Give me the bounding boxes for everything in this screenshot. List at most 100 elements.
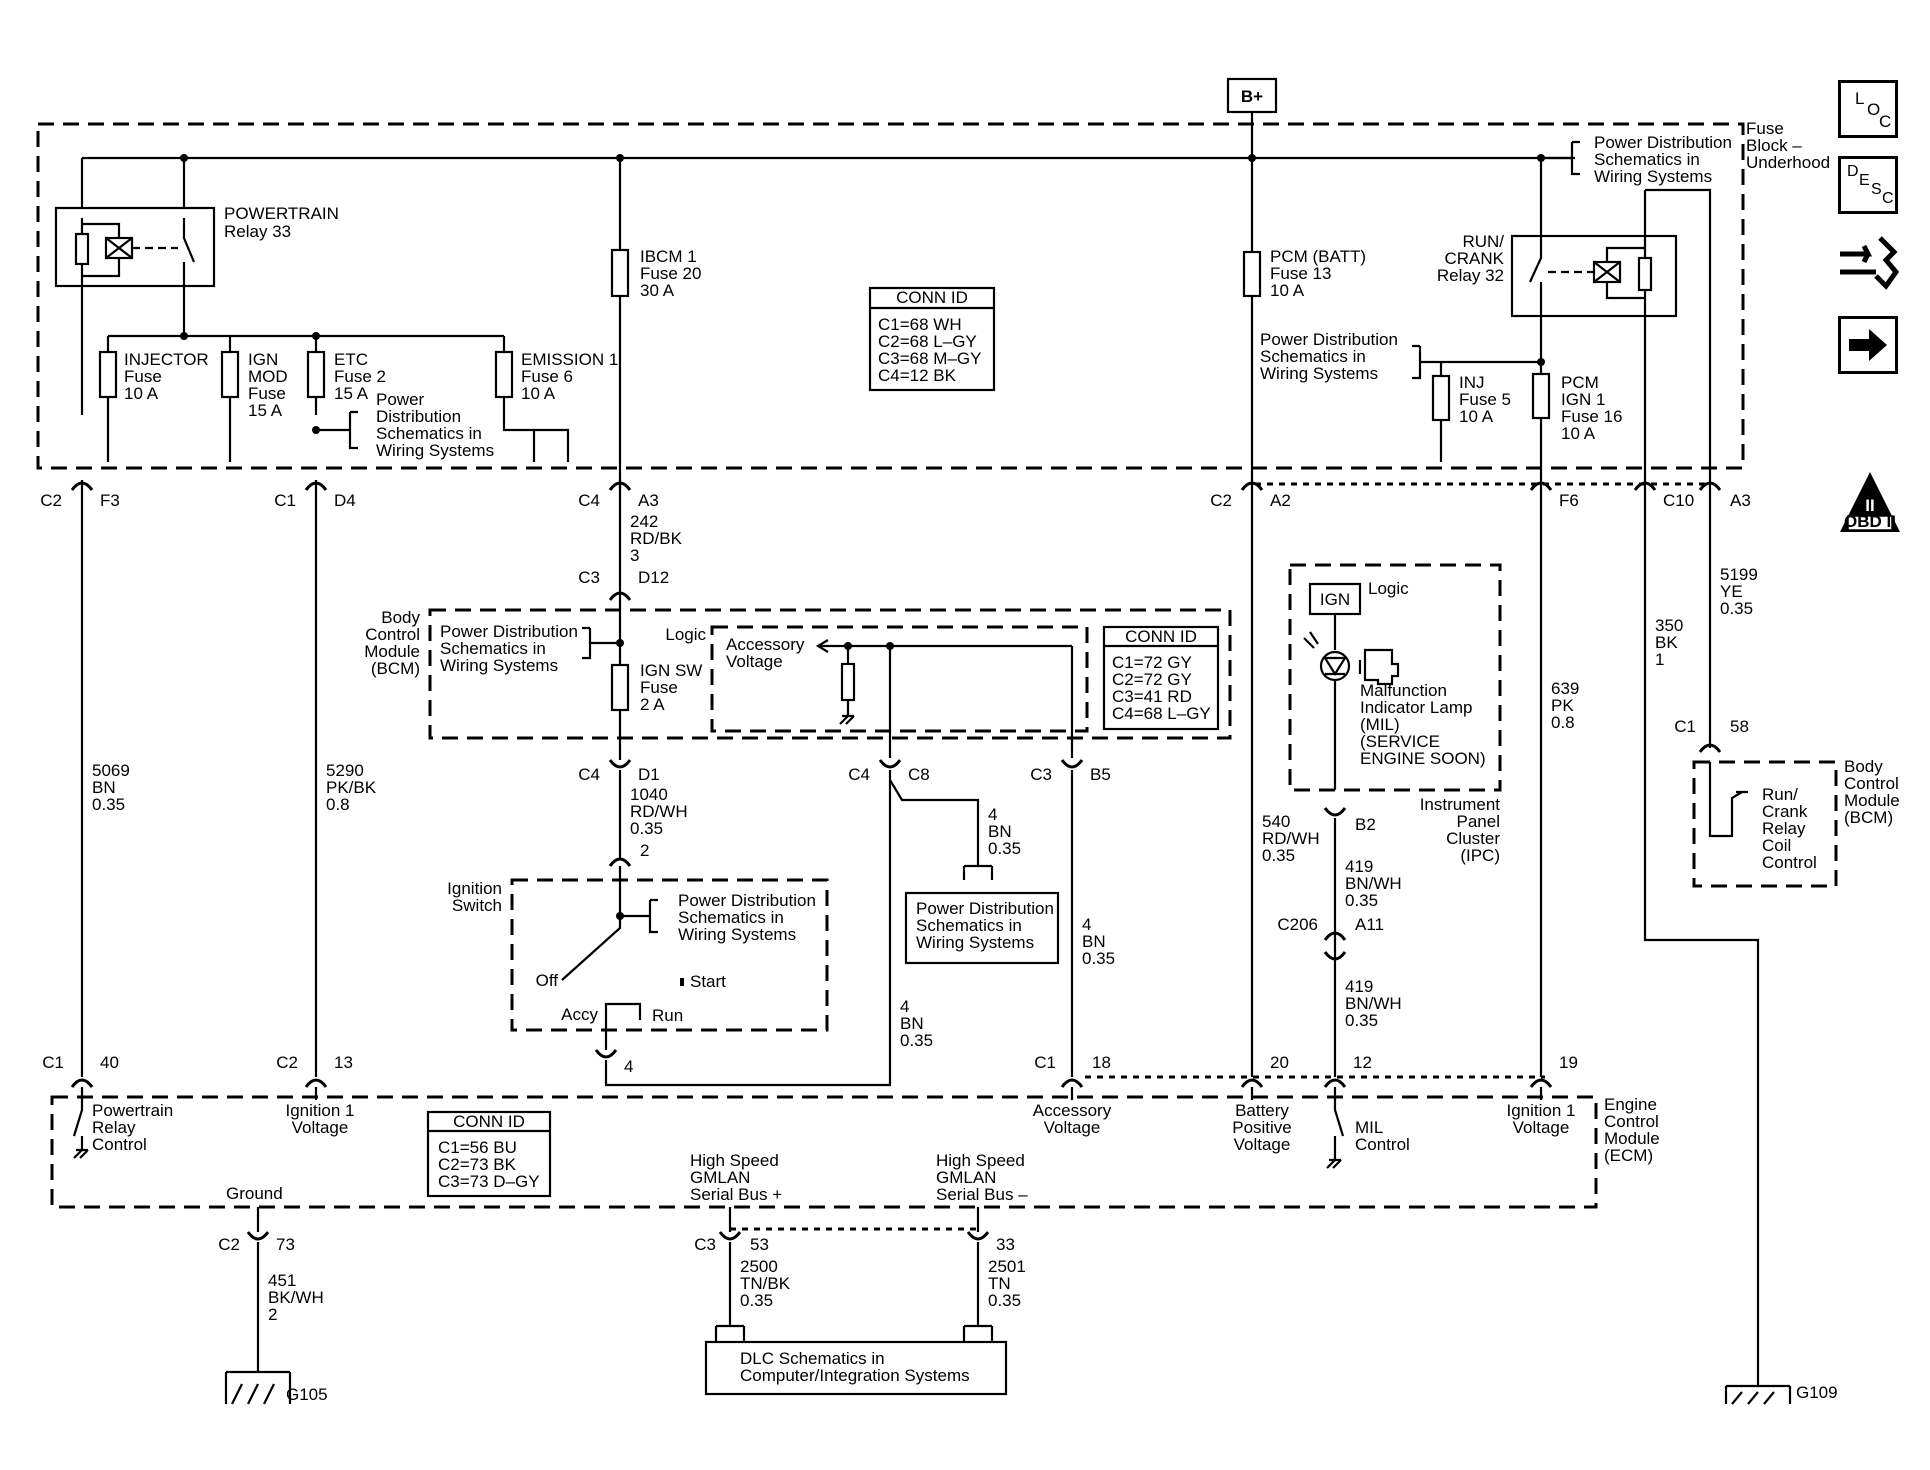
- dlc-reference-box: [704, 1340, 1008, 1396]
- svg-text:Body: Body: [1844, 757, 1883, 776]
- conn-id-title: CONN ID: [453, 1112, 525, 1131]
- bcm-power-distribution-reference: Power Distribution Schematics in Wiring …: [440, 622, 578, 675]
- ibcm-fuse: [610, 248, 630, 298]
- ipc-logic-label: Logic: [1368, 579, 1409, 598]
- svg-text:(SERVICE: (SERVICE: [1360, 732, 1440, 751]
- bcm-conn-id-table: [1102, 625, 1220, 731]
- svg-text:C1=72 GY: C1=72 GY: [1112, 653, 1192, 672]
- svg-text:Control: Control: [92, 1135, 147, 1154]
- svg-text:Module: Module: [1604, 1129, 1660, 1148]
- connector-c3-d12: C3 D12: [578, 568, 669, 601]
- ecm-ground-label: Ground: [226, 1184, 283, 1203]
- svg-text:Serial Bus +: Serial Bus +: [690, 1185, 782, 1204]
- svg-text:350: 350: [1655, 616, 1683, 635]
- fuse-block-conn-id-table: [868, 286, 996, 392]
- svg-text:5199: 5199: [1720, 565, 1758, 584]
- connector-c2-f3: C2 F3: [40, 481, 120, 510]
- powertrain-relay-control-switch: [72, 1087, 89, 1159]
- wire-label-350: 350 BK 1: [1655, 616, 1683, 669]
- wire-label-242: 242 RD/BK 3: [630, 512, 683, 565]
- svg-text:2 A: 2 A: [640, 695, 665, 714]
- description-icon[interactable]: D E S C: [1838, 156, 1898, 214]
- powertrain-relay-label: POWERTRAIN Relay 33: [224, 204, 339, 241]
- svg-text:419: 419: [1345, 857, 1373, 876]
- pcm-batt-fuse-label: PCM (BATT) Fuse 13 10 A: [1270, 247, 1366, 300]
- ign-mod-fuse: [220, 350, 240, 399]
- svg-text:Control: Control: [1604, 1112, 1659, 1131]
- svg-text:Schematics in: Schematics in: [376, 424, 482, 443]
- svg-text:C1=68 WH: C1=68 WH: [878, 315, 962, 334]
- ignition-switch-frame: [510, 878, 829, 1032]
- pcm-ign-fuse: [1531, 372, 1551, 420]
- conn-id-title: CONN ID: [1125, 627, 1197, 646]
- svg-text:BN: BN: [92, 778, 116, 797]
- fuse-block-frame: [36, 122, 1745, 470]
- wire-label-419-lower: 419 BN/WH 0.35: [1345, 977, 1402, 1030]
- connector-a3-right: A3: [1698, 481, 1751, 510]
- wire-label-2501: 2501 TN 0.35: [988, 1257, 1026, 1310]
- svg-text:MIL: MIL: [1355, 1118, 1383, 1137]
- wire-label-4-bn-switch: 4 BN 0.35: [900, 997, 933, 1050]
- svg-text:Switch: Switch: [452, 896, 502, 915]
- svg-text:ETC: ETC: [334, 350, 368, 369]
- reference-bracket: [1541, 140, 1580, 176]
- svg-text:0.8: 0.8: [326, 795, 350, 814]
- svg-text:Module: Module: [1844, 791, 1900, 810]
- svg-text:C4=68 L–GY: C4=68 L–GY: [1112, 704, 1211, 723]
- next-arrow-icon[interactable]: [1838, 316, 1898, 374]
- svg-text:4: 4: [988, 805, 997, 824]
- wire-4-bn-c8: [889, 779, 980, 866]
- svg-text:TN: TN: [988, 1274, 1011, 1293]
- wire-label-4-bn-c8: 4 BN 0.35: [988, 805, 1021, 858]
- svg-text:A3: A3: [1730, 491, 1751, 510]
- svg-text:Power Distribution: Power Distribution: [1594, 133, 1732, 152]
- reference-bracket: [1412, 344, 1441, 380]
- ecm-label: Engine Control Module (ECM): [1604, 1095, 1660, 1165]
- svg-text:Coil: Coil: [1762, 836, 1791, 855]
- etc-fuse-label: ETC Fuse 2 15 A: [334, 350, 386, 403]
- ecm-gmlan-plus-label: High Speed GMLAN Serial Bus +: [690, 1151, 782, 1204]
- svg-text:Run/: Run/: [1762, 785, 1798, 804]
- svg-text:Wiring Systems: Wiring Systems: [1260, 364, 1378, 383]
- svg-text:5069: 5069: [92, 761, 130, 780]
- run-crank-coil-control-symbol: [1708, 762, 1748, 838]
- svg-text:C3=41 RD: C3=41 RD: [1112, 687, 1192, 706]
- ecm-conn-id-rows: C1=56 BU C2=73 BK C3=73 D–GY: [438, 1138, 540, 1191]
- ecm-battery-positive-voltage-label: Battery Positive Voltage: [1232, 1101, 1292, 1154]
- bcm-frame: [428, 608, 1232, 740]
- svg-text:Schematics in: Schematics in: [1594, 150, 1700, 169]
- switch-position-run: Run: [652, 1006, 683, 1025]
- repair-tool-icon[interactable]: [1836, 232, 1902, 294]
- bcm-right-frame: [1692, 760, 1838, 888]
- svg-text:C2: C2: [40, 491, 62, 510]
- svg-text:Computer/Integration Systems: Computer/Integration Systems: [740, 1366, 970, 1385]
- svg-text:Fuse: Fuse: [640, 678, 678, 697]
- ecm-ignition1-right-label: Ignition 1 Voltage: [1507, 1101, 1576, 1137]
- wire-label-419-upper: 419 BN/WH 0.35: [1345, 857, 1402, 910]
- svg-text:Schematics in: Schematics in: [916, 916, 1022, 935]
- connector-c1-58: C1 58: [1674, 717, 1749, 753]
- svg-text:Instrument: Instrument: [1420, 795, 1501, 814]
- svg-text:F3: F3: [100, 491, 120, 510]
- ign-mod-fuse-label: IGN MOD Fuse 15 A: [248, 350, 288, 420]
- svg-text:POWERTRAIN: POWERTRAIN: [224, 204, 339, 223]
- wire: [1439, 360, 1541, 462]
- mil-control-switch: [1326, 1087, 1345, 1169]
- svg-text:12: 12: [1353, 1053, 1372, 1072]
- svg-text:0.8: 0.8: [1551, 713, 1575, 732]
- svg-text:540: 540: [1262, 812, 1290, 831]
- svg-text:Positive: Positive: [1232, 1118, 1292, 1137]
- svg-text:Wiring Systems: Wiring Systems: [440, 656, 558, 675]
- wire-label-5069: 5069 BN 0.35: [92, 761, 130, 814]
- svg-text:C4: C4: [578, 765, 600, 784]
- relay-switch-contact: [182, 218, 196, 286]
- emission-fuse: [494, 350, 514, 399]
- connector-33: 33: [966, 1231, 1015, 1254]
- emission-fuse-label: EMISSION 1 Fuse 6 10 A: [521, 350, 618, 403]
- svg-text:Relay: Relay: [1762, 819, 1806, 838]
- svg-text:RD/WH: RD/WH: [630, 802, 688, 821]
- desc-letter-d: D: [1847, 163, 1859, 180]
- svg-text:Control: Control: [1762, 853, 1817, 872]
- location-icon[interactable]: L O C: [1838, 80, 1898, 138]
- ibcm-fuse-label: IBCM 1 Fuse 20 30 A: [640, 247, 701, 300]
